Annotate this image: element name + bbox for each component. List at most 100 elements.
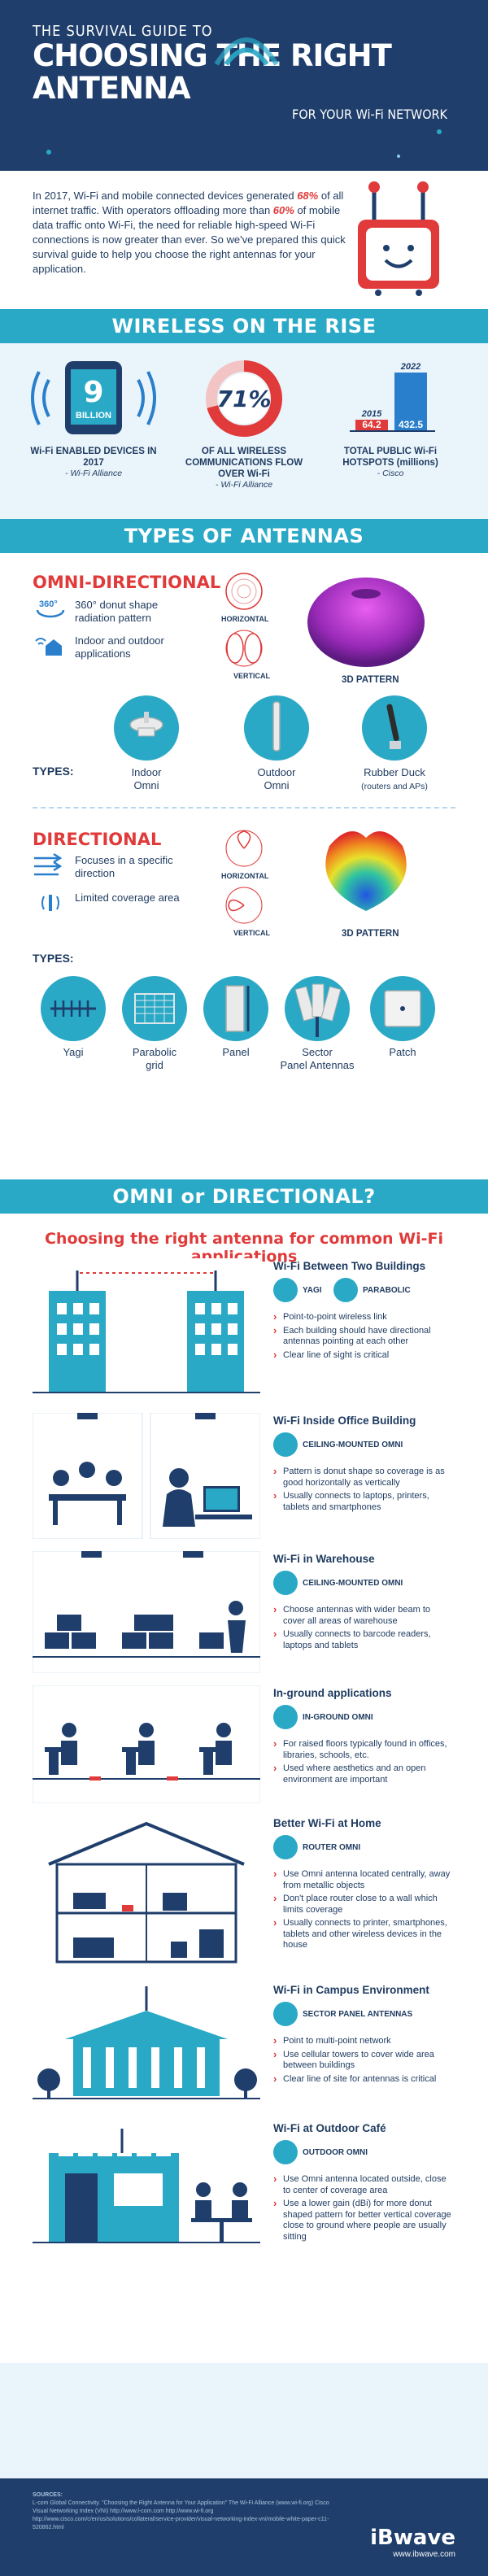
directional-type-3-name: Panel xyxy=(222,1046,250,1058)
directional-horizontal-pattern-icon xyxy=(225,830,263,867)
case-2-title: Wi-Fi Inside Office Building xyxy=(273,1414,416,1427)
omni-type-3-name: Rubber Duck xyxy=(364,766,425,778)
case-7-bullet-2: Use a lower gain (dBi) for more donut sh… xyxy=(273,2198,452,2243)
case-4-bullet-2: Used where aesthetics and an open enviro… xyxy=(273,1763,452,1785)
intro-section: In 2017, Wi-Fi and mobile connected devi… xyxy=(0,171,488,309)
header-line1: THE SURVIVAL GUIDE TO xyxy=(33,23,213,40)
rotate-360-icon: 360° xyxy=(36,599,65,618)
hotspot-label: TOTAL PUBLIC Wi-Fi HOTSPOTS (millions) xyxy=(342,447,438,468)
section-omni-or-directional-banner: OMNI or DIRECTIONAL? xyxy=(0,1179,488,1214)
types-divider xyxy=(33,807,455,809)
case-2-bullet-2: Usually connects to laptops, printers, t… xyxy=(273,1490,452,1513)
outdoor-omni-icon xyxy=(244,695,309,761)
case-7-tag-1: OUTDOOR OMNI xyxy=(303,2148,368,2157)
hotspot-year-2015: 2015 xyxy=(361,409,382,419)
parabolic-tag-icon xyxy=(333,1278,358,1302)
router-character-icon xyxy=(358,181,439,296)
indoor-omni-icon xyxy=(114,695,179,761)
case-warehouse: Wi-Fi in Warehouse CEILING-MOUNTED OMNI … xyxy=(33,1551,455,1673)
omni-vertical-label: VERTICAL xyxy=(233,672,270,680)
directional-type-5: Patch xyxy=(358,1046,447,1059)
intro-part1: In 2017, Wi-Fi and mobile connected devi… xyxy=(33,190,298,202)
arrows-right-icon xyxy=(34,852,63,876)
directional-types-label: TYPES: xyxy=(33,952,74,965)
directional-type-4-name: Sector xyxy=(302,1046,333,1058)
footer-sources: SOURCES: L-com Global Connectivity. "Cho… xyxy=(33,2491,342,2532)
case-3-bullets: Choose antennas with wider beam to cover… xyxy=(273,1604,452,1654)
case-campus: Wi-Fi in Campus Environment SECTOR PANEL… xyxy=(33,1982,455,2108)
case-5-bullet-2: Don't place router close to a wall which… xyxy=(273,1893,452,1916)
omni-title: OMNI-DIRECTIONAL xyxy=(33,573,221,592)
case-6-title: Wi-Fi in Campus Environment xyxy=(273,1984,429,1996)
hotspot-bar-2022 xyxy=(394,373,427,431)
case-outdoor-cafe: Wi-Fi at Outdoor Café OUTDOOR OMNI Use O… xyxy=(33,2121,455,2251)
devices-unit: BILLION xyxy=(76,411,111,421)
directional-3d-label: 3D PATTERN xyxy=(342,929,399,939)
case-1-bullet-1: Point-to-point wireless link xyxy=(273,1311,452,1323)
directional-vertical-pattern-icon xyxy=(225,887,263,924)
wireless-source: - Wi-Fi Alliance xyxy=(215,480,273,490)
directional-type-4-name2: Panel Antennas xyxy=(280,1059,355,1071)
case-6-bullet-3: Clear line of site for antennas is criti… xyxy=(273,2073,452,2086)
case-4-title: In-ground applications xyxy=(273,1687,392,1699)
types-section: OMNI-DIRECTIONAL 360° 360° donut shape r… xyxy=(0,553,488,1179)
case-6-tag-1: SECTOR PANEL ANTENNAS xyxy=(303,2010,413,2019)
hotspot-value-2015: 64.2 xyxy=(362,419,381,430)
case-3-title: Wi-Fi in Warehouse xyxy=(273,1553,375,1565)
stats-section: 9 BILLION Wi-Fi ENABLED DEVICES IN 2017 … xyxy=(0,343,488,519)
yagi-icon xyxy=(41,976,106,1041)
case-1-bullet-3: Clear line of sight is critical xyxy=(273,1349,452,1362)
wireless-percent: 71% xyxy=(216,386,271,412)
directional-title: DIRECTIONAL xyxy=(33,830,162,849)
case-5-bullet-3: Usually connects to printer, smartphones… xyxy=(273,1917,452,1951)
header-line3: FOR YOUR Wi-Fi NETWORK xyxy=(292,107,447,122)
wifi-wave-icon xyxy=(214,37,279,66)
percent-ring-icon: 71% xyxy=(206,360,282,437)
hotspot-source: - Cisco xyxy=(377,469,404,478)
directional-type-3: Panel xyxy=(191,1046,281,1059)
omni-3d-label: 3D PATTERN xyxy=(342,675,399,685)
directional-vertical-label: VERTICAL xyxy=(233,929,270,937)
omni-type-1-name: Indoor xyxy=(131,766,162,778)
outdoor-cafe-illustration xyxy=(33,2121,260,2251)
case-2-bullet-1: Pattern is donut shape so coverage is as… xyxy=(273,1466,452,1489)
intro-stat1: 68% xyxy=(297,190,319,202)
case-1-tag-1: YAGI xyxy=(303,1286,322,1295)
case-4-bullet-1: For raised floors typically found in off… xyxy=(273,1738,452,1761)
intro-part3: of mobile data traffic onto Wi-Fi, the n… xyxy=(33,204,346,275)
section-wireless-banner: WIRELESS ON THE RISE xyxy=(0,309,488,343)
rubber-duck-icon xyxy=(362,695,427,761)
header-title: CHOOSING THE RIGHT ANTENNA xyxy=(33,38,392,106)
ibwave-url[interactable]: www.ibwave.com xyxy=(393,2550,455,2559)
omni-3d-pattern-icon xyxy=(307,578,425,667)
hotspot-bar-2015 xyxy=(355,420,388,431)
devices-number: 9 xyxy=(83,376,103,409)
hotspot-value-2022: 432.5 xyxy=(399,419,423,430)
omni-or-directional-section: Choosing the right antenna for common Wi… xyxy=(0,1214,488,2363)
case-3-bullet-2: Usually connects to barcode readers, lap… xyxy=(273,1628,452,1651)
case-1-bullets: Point-to-point wireless link Each buildi… xyxy=(273,1311,452,1363)
directional-type-2-name: Parabolic xyxy=(132,1046,177,1058)
case-5-bullet-1: Use Omni antenna located centrally, away… xyxy=(273,1868,452,1891)
parabolic-grid-icon xyxy=(122,976,187,1041)
in-ground-illustration xyxy=(33,1685,260,1803)
hotspot-year-2022: 2022 xyxy=(400,362,420,372)
directional-type-5-name: Patch xyxy=(389,1046,416,1058)
ceiling-omni-tag-icon-2 xyxy=(273,1571,298,1595)
omni-feature-2: Indoor and outdoor applications xyxy=(75,634,164,660)
intro-text: In 2017, Wi-Fi and mobile connected devi… xyxy=(33,189,350,277)
in-ground-omni-tag-icon xyxy=(273,1705,298,1729)
case-office: Wi-Fi Inside Office Building CEILING-MOU… xyxy=(33,1413,455,1539)
case-5-title: Better Wi-Fi at Home xyxy=(273,1817,381,1829)
directional-horizontal-label: HORIZONTAL xyxy=(221,872,269,880)
devices-source: - Wi-Fi Alliance xyxy=(64,469,123,478)
stat-wireless: 71% OF ALL WIRELESS COMMUNICATIONS FLOW … xyxy=(175,360,313,490)
home-illustration xyxy=(33,1815,260,1970)
warehouse-illustration xyxy=(33,1551,260,1673)
devices-label: Wi-Fi ENABLED DEVICES IN 2017 xyxy=(30,447,157,468)
